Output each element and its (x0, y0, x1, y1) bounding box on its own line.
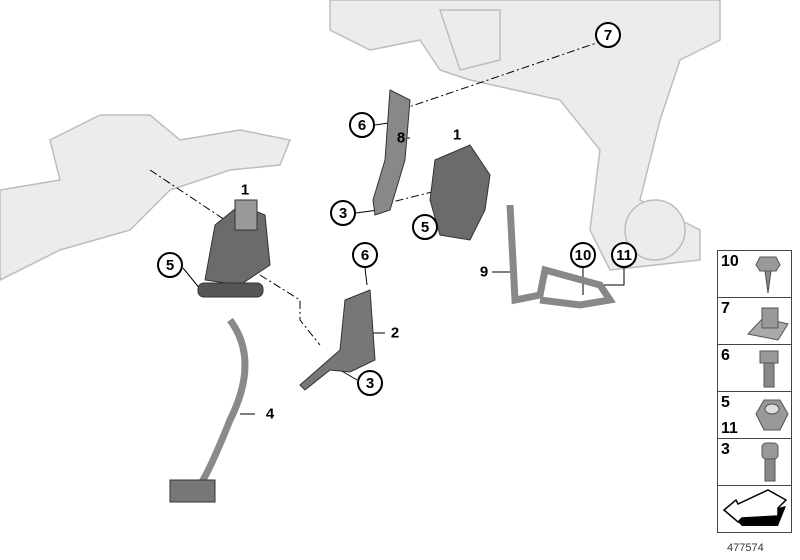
torx-screw-icon (761, 442, 779, 482)
legend-number: 6 (721, 347, 730, 364)
legend-number: 10 (721, 253, 739, 270)
bracket-2 (299, 289, 376, 391)
direction-arrow-icon (722, 489, 788, 526)
callout-5[interactable]: 5 (157, 252, 183, 278)
callout-11[interactable]: 11 (611, 242, 637, 268)
legend-number: 3 (721, 441, 730, 458)
callout-3[interactable]: 3 (357, 370, 383, 396)
legend-row-10[interactable]: 10 (718, 251, 791, 298)
callout-3[interactable]: 3 (330, 200, 356, 226)
legend-number: 7 (721, 300, 730, 317)
rear-axle-carrier-right (329, 0, 721, 271)
legend-number: 5 (721, 394, 730, 411)
callout-6[interactable]: 6 (349, 112, 375, 138)
height-sensor-right (429, 144, 491, 241)
diagram-part-number: 477574 (727, 542, 764, 554)
legend-row-5-11[interactable]: 5 11 (718, 392, 791, 439)
callout-5[interactable]: 5 (412, 214, 438, 240)
callout-7[interactable]: 7 (595, 22, 621, 48)
label-1[interactable]: 1 (452, 126, 462, 144)
legend-row-6[interactable]: 6 (718, 345, 791, 392)
rod-bracket (169, 479, 216, 503)
coupling-rod-right (506, 204, 616, 309)
legend-row-7[interactable]: 7 (718, 298, 791, 345)
hex-nut-icon (755, 399, 789, 431)
leader-lines (149, 34, 621, 346)
rear-axle-carrier-left (0, 114, 292, 281)
legend-row-3[interactable]: 3 (718, 439, 791, 486)
callout-10[interactable]: 10 (570, 242, 596, 268)
label-9[interactable]: 9 (479, 263, 489, 281)
hex-bolt-icon (759, 350, 779, 388)
label-1[interactable]: 1 (240, 181, 250, 199)
legend-row-direction (718, 486, 791, 532)
legend-number: 11 (721, 420, 738, 437)
label-4[interactable]: 4 (265, 405, 275, 423)
callout-6[interactable]: 6 (352, 242, 378, 268)
label-2[interactable]: 2 (390, 324, 400, 342)
coupling-rod-left (197, 317, 249, 487)
label-8[interactable]: 8 (396, 129, 406, 147)
clip-nut-icon (747, 307, 789, 341)
self-tapping-screw-icon (755, 256, 781, 294)
parts-legend: 10 7 6 5 11 3 (717, 250, 792, 533)
height-sensor-left (197, 199, 271, 298)
bracket-8 (372, 89, 411, 216)
